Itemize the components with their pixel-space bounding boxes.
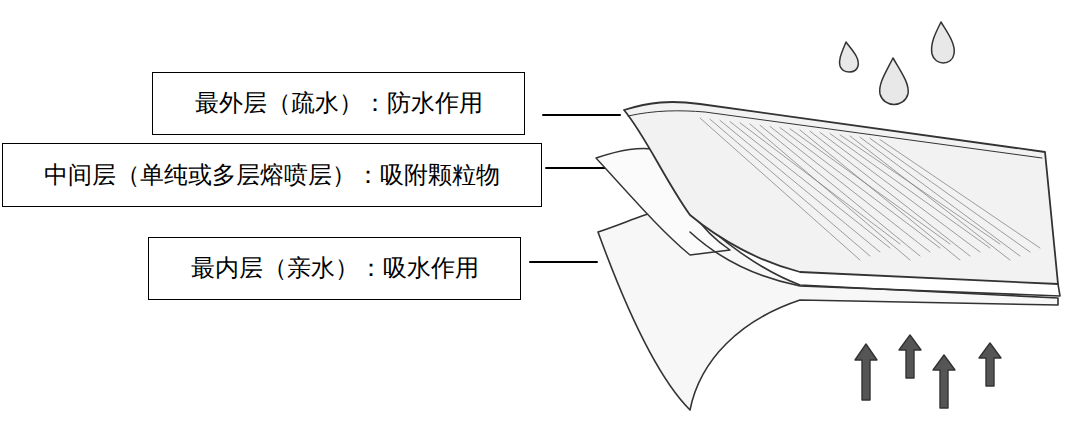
hatch-stroke [840,135,1000,244]
water-droplet [932,22,955,63]
hatch-stroke [720,120,880,252]
layer-thickness [690,232,1060,296]
hatch-stroke [750,124,910,260]
box-label: 最外层（疏水）：防水作用 [195,89,483,118]
pencil-hatching [700,118,1040,260]
leader-line [530,261,597,263]
hatch-stroke [830,134,990,248]
label-box: 最外层（疏水）：防水作用 [152,72,525,135]
hatch-stroke [820,132,980,252]
hatch-stroke [850,136,1010,260]
box-label: 中间层（单纯或多层熔喷层）：吸附颗粒物 [44,161,500,190]
up-arrow [899,335,921,378]
box-label: 最内层（亲水）：吸水作用 [191,254,479,283]
leader-line [546,167,610,169]
hatch-stroke [870,138,1030,252]
hatch-stroke [710,119,870,256]
leader-line [543,114,620,116]
hatch-stroke [860,137,1020,256]
hatch-stroke [810,131,970,256]
up-arrow [855,344,877,400]
hatch-stroke [880,140,1040,248]
up-arrow [979,343,1001,386]
up-arrow [933,355,955,408]
hatch-stroke [760,125,920,256]
water-droplet [839,42,858,72]
water-droplet [880,58,909,105]
label-box: 中间层（单纯或多层熔喷层）：吸附颗粒物 [2,143,542,207]
outer-layer-sketch [624,102,1058,284]
hatch-stroke [780,128,940,248]
hatch-stroke [800,130,960,260]
label-box: 最内层（亲水）：吸水作用 [148,237,521,300]
hatch-stroke [730,122,890,248]
hatch-stroke [700,118,860,260]
hatch-stroke [770,126,930,252]
